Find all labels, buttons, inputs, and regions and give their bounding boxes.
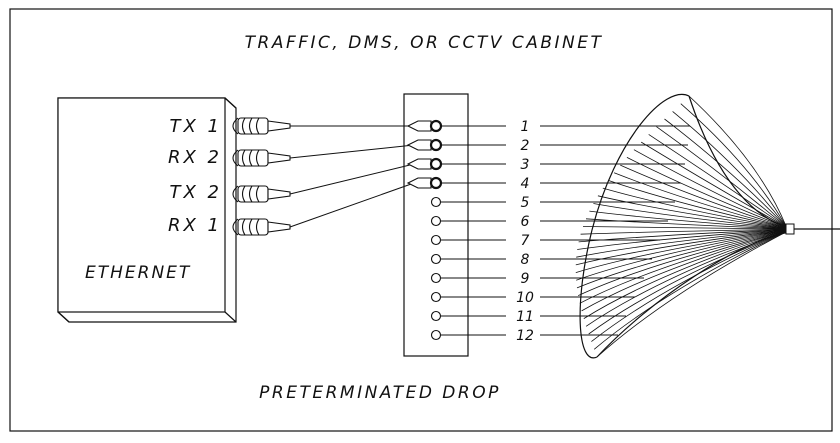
cable-hatch-line bbox=[581, 230, 787, 312]
panel-port-5 bbox=[430, 196, 442, 208]
cabinet-border bbox=[9, 8, 833, 432]
panel-port-6 bbox=[430, 215, 442, 227]
cable-hatch-line bbox=[582, 226, 787, 230]
fiber-row-8: 8 bbox=[430, 252, 652, 268]
fiber-row-6: 6 bbox=[430, 214, 668, 230]
cable-hatch-line bbox=[591, 231, 787, 342]
connector-1 bbox=[232, 117, 291, 135]
cable-hatch-line bbox=[578, 229, 787, 243]
fiber-row-10: 10 bbox=[430, 290, 635, 306]
cable-hatch-line bbox=[576, 229, 787, 258]
fiber-row-9: 9 bbox=[430, 271, 644, 287]
fiber-number-7: 7 bbox=[521, 233, 530, 249]
port-label-tx2: TX 2 bbox=[170, 182, 223, 203]
cable-hatch-line bbox=[579, 230, 787, 304]
panel-port-11 bbox=[430, 310, 442, 322]
cable-hatch-line bbox=[576, 230, 787, 289]
cable-hatch-line bbox=[593, 203, 787, 229]
cable-ellipse-left bbox=[579, 93, 690, 359]
cable-end-cap bbox=[785, 223, 795, 235]
connector-4 bbox=[232, 218, 291, 236]
cable-hatch-line bbox=[575, 229, 787, 273]
cable-hatch-line bbox=[577, 229, 787, 250]
cable-hatch-line bbox=[576, 229, 787, 281]
fiber-cable bbox=[575, 93, 840, 359]
cable-hatch-line bbox=[672, 111, 787, 227]
patch-cord-4 bbox=[289, 182, 415, 228]
cable-hatch-line bbox=[580, 228, 787, 235]
fiber-number-10: 10 bbox=[516, 290, 534, 306]
cable-hatch-line bbox=[613, 172, 787, 229]
fiber-number-11: 11 bbox=[516, 309, 534, 325]
connector-2 bbox=[232, 149, 291, 167]
cable-hatch-line bbox=[585, 218, 787, 230]
cable-hatch-line bbox=[596, 231, 787, 358]
cable-hatch-line bbox=[583, 230, 787, 319]
cable-hatch-line bbox=[664, 118, 787, 227]
panel-port-10 bbox=[430, 291, 442, 303]
fiber-row-7: 7 bbox=[430, 233, 660, 249]
patch-cord-3 bbox=[289, 163, 415, 195]
drop-title: PRETERMINATED DROP bbox=[259, 383, 501, 403]
cable-hatch-line bbox=[575, 229, 787, 266]
cable-edge-top bbox=[688, 95, 791, 229]
cable-hatch-line bbox=[588, 231, 787, 335]
fiber-row-4: 4 bbox=[429, 176, 681, 192]
cable-hatch-line bbox=[597, 195, 787, 229]
fiber-number-8: 8 bbox=[521, 252, 530, 268]
cable-hatch-line bbox=[593, 231, 787, 350]
cable-hatch-line bbox=[688, 95, 787, 227]
cable-hatch-line bbox=[589, 210, 787, 229]
patch-cords bbox=[289, 125, 415, 228]
cabinet-title: TRAFFIC, DMS, OR CCTV CABINET bbox=[245, 33, 604, 53]
patch-cord-2 bbox=[289, 144, 415, 159]
fiber-number-9: 9 bbox=[521, 271, 530, 287]
port-label-rx2: RX 2 bbox=[168, 147, 222, 168]
port-label-rx1: RX 1 bbox=[168, 215, 222, 236]
port-label-tx1: TX 1 bbox=[170, 116, 223, 137]
cable-hatch-line bbox=[648, 134, 787, 228]
fiber-row-11: 11 bbox=[430, 309, 626, 325]
fiber-number-5: 5 bbox=[521, 195, 530, 211]
cable-hatch-line bbox=[578, 230, 787, 296]
fiber-row-1: 1 bbox=[429, 119, 690, 135]
fiber-row-2: 2 bbox=[429, 138, 688, 154]
panel-port-8 bbox=[430, 253, 442, 265]
fiber-number-12: 12 bbox=[516, 328, 534, 344]
cable-hatch-line bbox=[640, 141, 787, 228]
fiber-number-3: 3 bbox=[521, 157, 530, 173]
cable-hatch-line bbox=[620, 164, 787, 228]
fiber-number-2: 2 bbox=[521, 138, 530, 154]
connector-3 bbox=[232, 185, 291, 203]
cable-hatch-line bbox=[680, 103, 787, 227]
cable-hatch-line bbox=[602, 187, 787, 229]
cable-hatch-line bbox=[656, 126, 787, 228]
panel-port-7 bbox=[430, 234, 442, 246]
port-connectors bbox=[232, 117, 291, 236]
fiber-number-4: 4 bbox=[521, 176, 530, 192]
fiber-row-5: 5 bbox=[430, 195, 675, 211]
ethernet-label: ETHERNET bbox=[85, 263, 191, 283]
panel-port-12 bbox=[430, 329, 442, 341]
panel-port-9 bbox=[430, 272, 442, 284]
fiber-number-6: 6 bbox=[521, 214, 530, 230]
fiber-number-1: 1 bbox=[521, 119, 530, 135]
cable-hatch-line bbox=[608, 180, 787, 229]
cable-hatch-line bbox=[626, 157, 787, 228]
cable-edge-bottom bbox=[596, 231, 791, 358]
ethernet-switch bbox=[57, 97, 237, 323]
fiber-row-3: 3 bbox=[429, 157, 685, 173]
fiber-row-12: 12 bbox=[430, 328, 618, 344]
